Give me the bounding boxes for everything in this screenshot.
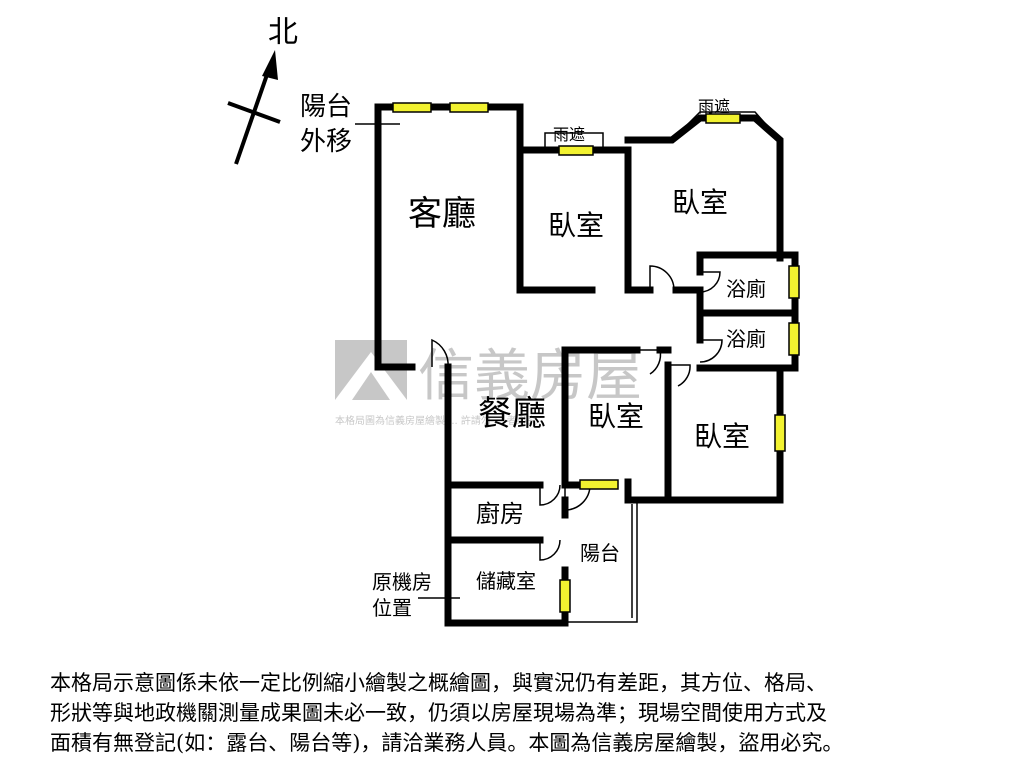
room-bathroom-2: 浴廁 [726, 327, 766, 351]
room-storage: 儲藏室 [476, 569, 536, 593]
room-living: 客廳 [408, 194, 476, 234]
compass: 北 [227, 15, 298, 165]
door-bedroom-3 [637, 349, 662, 375]
watermark-small-text: 本格局圖為信義房屋繪製 ... 許請勿 ... 者必究 [335, 414, 537, 427]
disclaimer: 本格局示意圖係未依一定比例縮小繪製之概繪圖，與實況仍有差距，其方位、格局、 形狀… [50, 668, 980, 758]
watermark: 信義房屋 本格局圖為信義房屋繪製 ... 許請勿 ... 者必究 [335, 340, 642, 427]
door-bath-1 [699, 271, 721, 293]
disclaimer-line-3: 面積有無登記(如：露台、陽台等)，請洽業務人員。本圖為信義房屋繪製，盜用必究。 [50, 731, 844, 755]
window-living-1 [392, 102, 432, 113]
window-bedroom-4 [774, 414, 786, 452]
window-bath-2 [788, 322, 800, 356]
room-kitchen: 廚房 [476, 500, 524, 528]
balcony-moved-label-1: 陽台 [300, 92, 352, 122]
orig-machine-room-label-1: 原機房 [372, 570, 432, 594]
north-arrow-icon [234, 65, 272, 165]
windows [392, 102, 800, 613]
watermark-brand: 信義房屋 [418, 344, 642, 409]
balcony-moved-label-2: 外移 [300, 127, 352, 157]
room-balcony: 陽台 [580, 541, 620, 565]
door-kitchen [539, 484, 561, 506]
room-bedroom-4: 臥室 [694, 420, 750, 453]
room-bedroom-1: 臥室 [548, 209, 604, 242]
disclaimer-line-2: 形狀等與地政機關測量成果圖未必一致，仍須以房屋現場為準；現場空間使用方式及 [50, 701, 827, 725]
window-bath-1 [788, 265, 800, 299]
canopy-1-label: 雨遮 [553, 125, 585, 144]
disclaimer-line-1: 本格局示意圖係未依一定比例縮小繪製之概繪圖，與實況仍有差距，其方位、格局、 [50, 671, 827, 695]
window-living-2 [449, 102, 489, 113]
door-bedroom-4 [668, 364, 691, 387]
door-bath-2 [699, 339, 723, 363]
window-bedroom-1 [558, 145, 594, 156]
balcony-outline [565, 499, 638, 623]
canopy-1-outline [544, 132, 604, 150]
floor-plan: 信義房屋 本格局圖為信義房屋繪製 ... 許請勿 ... 者必究 北 陽台 外移 [227, 15, 800, 627]
room-dining: 餐廳 [478, 394, 546, 434]
window-bedroom-2 [705, 113, 741, 124]
canopy-2-outline [671, 111, 781, 141]
door-storage [539, 539, 561, 561]
door-bedroom-2 [649, 265, 675, 291]
canopy-2-label: 雨遮 [698, 97, 730, 116]
room-bedroom-3: 臥室 [588, 400, 644, 433]
window-bedroom-3 [579, 479, 619, 490]
room-bathroom-1: 浴廁 [726, 277, 766, 301]
orig-machine-room-label-2: 位置 [372, 596, 412, 620]
window-storage [559, 579, 571, 613]
room-bedroom-2: 臥室 [672, 186, 728, 219]
north-label: 北 [268, 15, 298, 50]
compass-crossbar [227, 101, 281, 124]
door-dining [431, 338, 449, 368]
